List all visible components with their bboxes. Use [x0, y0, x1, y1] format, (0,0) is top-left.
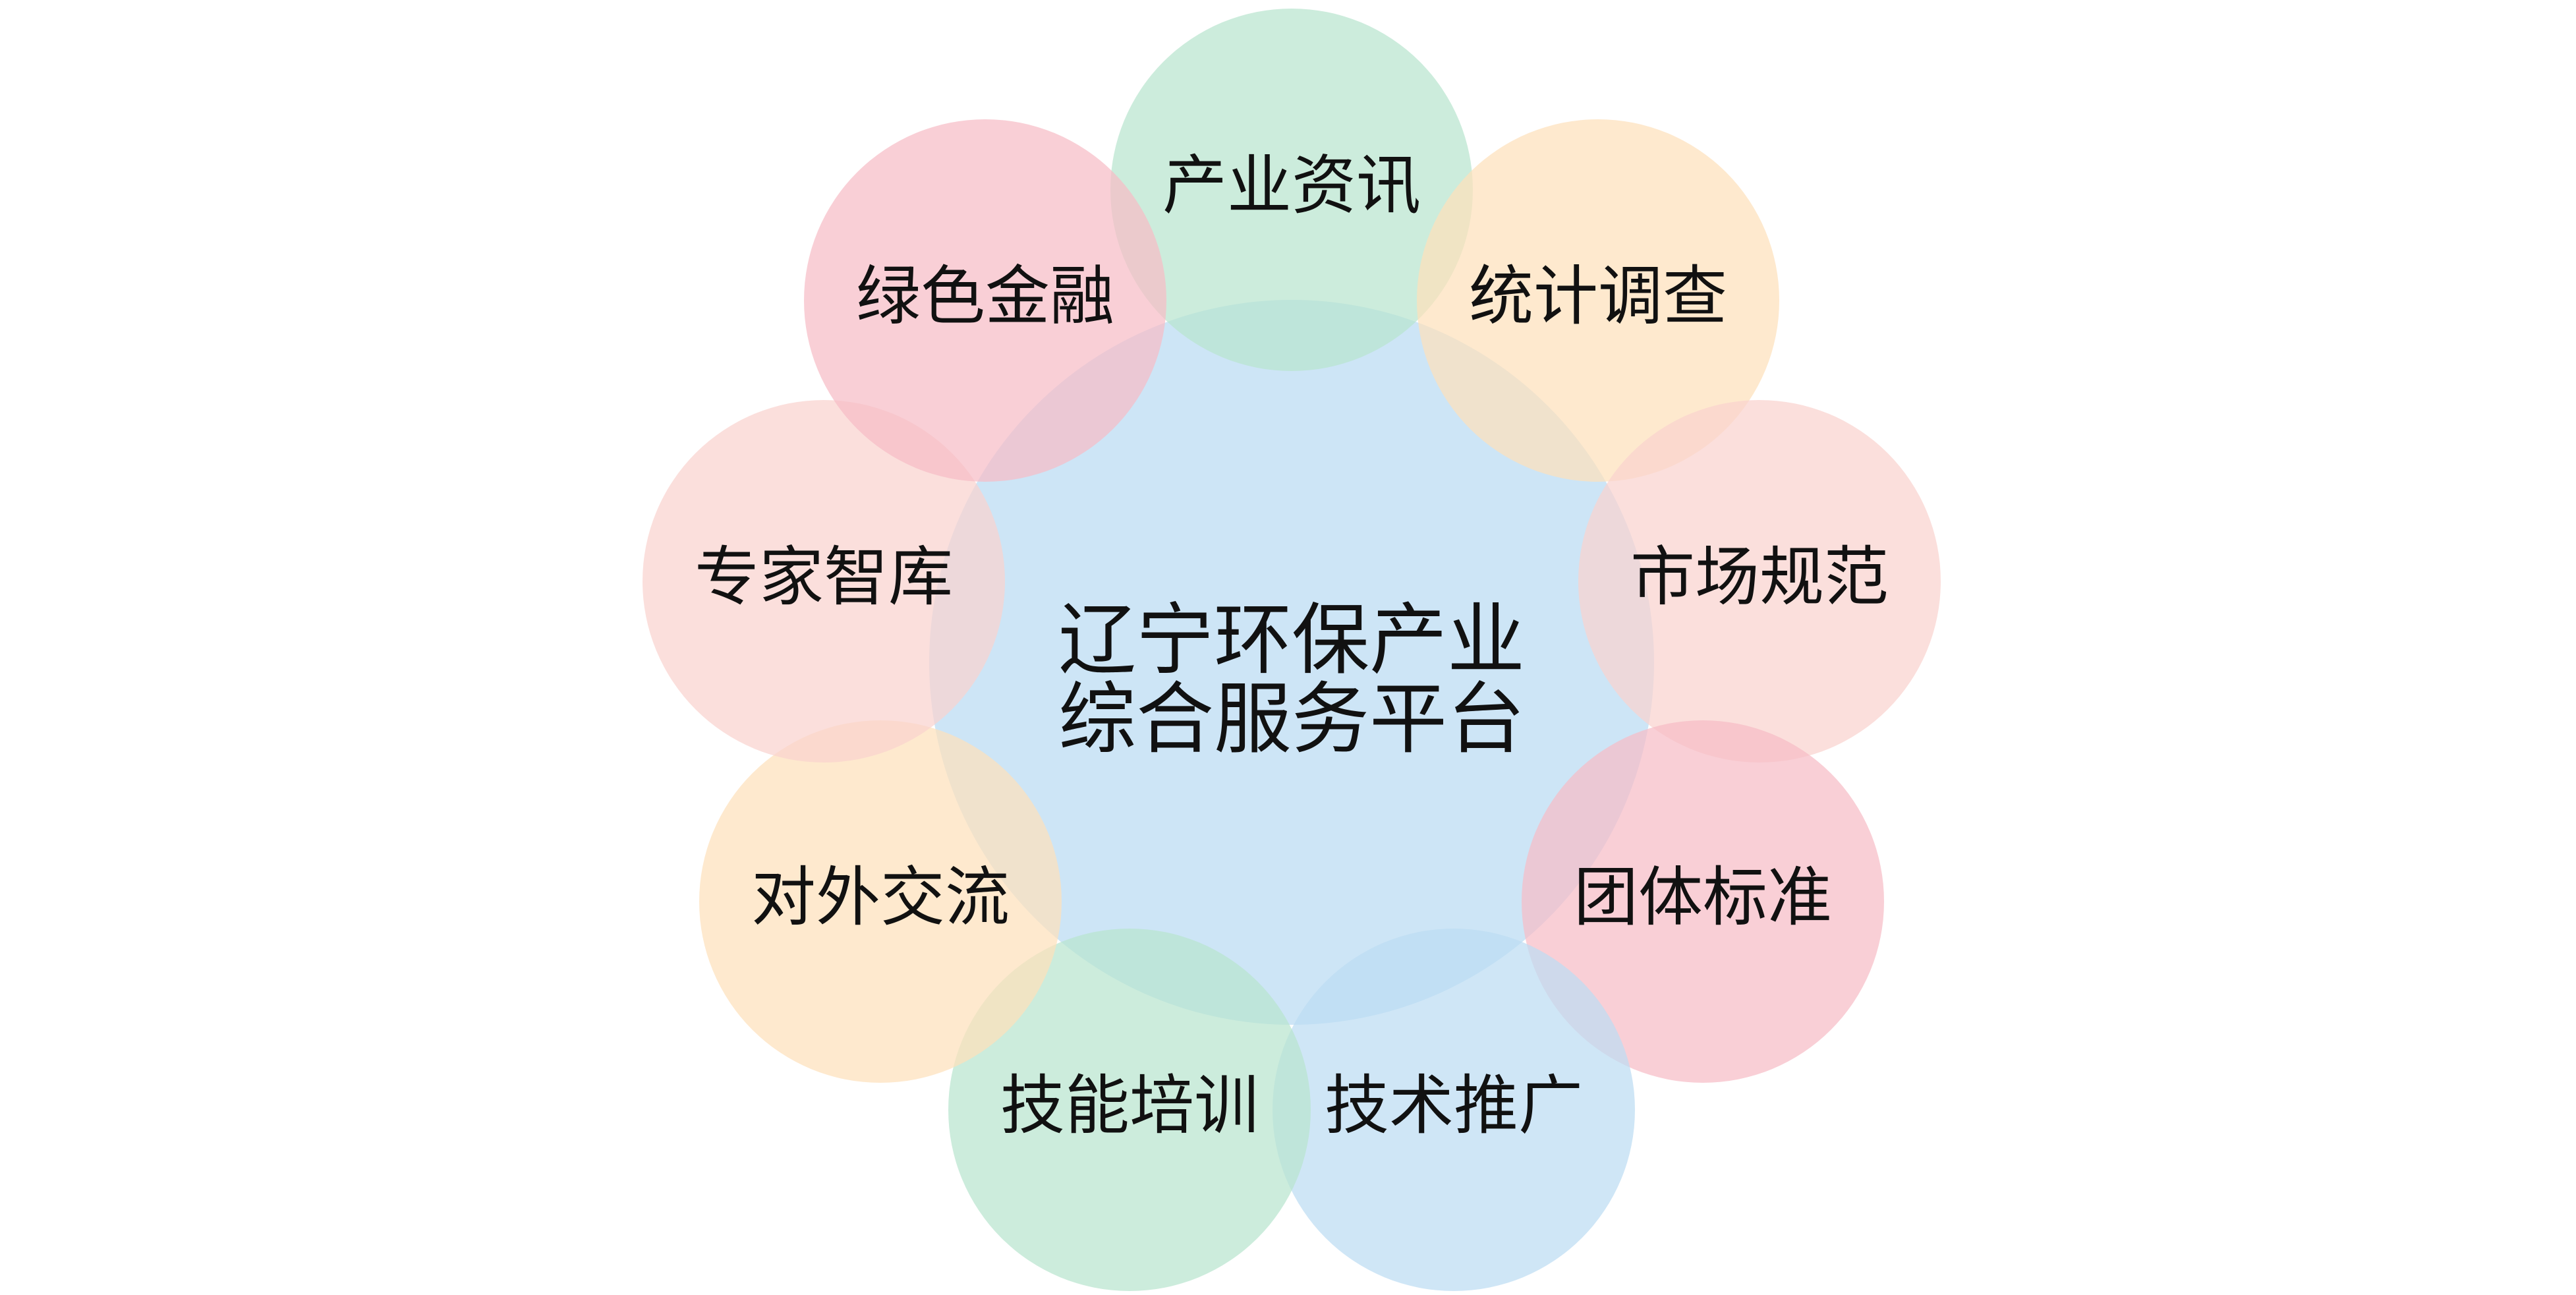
satellite-label: 市场规范 — [1630, 540, 1889, 615]
satellite-circle — [804, 119, 1166, 482]
satellite-label: 产业资讯 — [1162, 148, 1421, 223]
satellite-circle — [948, 929, 1311, 1291]
center-title-line1: 辽宁环保产业 — [1058, 594, 1525, 685]
satellite-label: 技能培训 — [1000, 1068, 1259, 1143]
satellite-circle — [699, 720, 1062, 1083]
satellite-label: 绿色金融 — [856, 259, 1114, 334]
satellite-expert-think-tank: 专家智库 — [643, 400, 1005, 763]
satellite-circle — [1273, 929, 1635, 1291]
satellite-circle — [1110, 9, 1473, 371]
satellite-green-finance: 绿色金融 — [804, 119, 1166, 482]
satellite-label: 对外交流 — [751, 860, 1010, 935]
satellite-label: 统计调查 — [1469, 259, 1727, 334]
satellite-label: 技术推广 — [1325, 1068, 1583, 1143]
service-circles: 产业资讯 统计调查 市场规范 团体标准 技术推广 技能培训 对外交流 专家智库 — [643, 9, 1941, 1291]
satellite-technology-promotion: 技术推广 — [1273, 929, 1635, 1291]
satellite-statistics-survey: 统计调查 — [1417, 119, 1779, 482]
center-title-line2: 综合服务平台 — [1058, 674, 1525, 764]
satellite-circle — [1578, 400, 1941, 763]
satellite-market-regulation: 市场规范 — [1578, 400, 1941, 763]
center-circle — [929, 300, 1654, 1025]
center-node: 辽宁环保产业 综合服务平台 — [929, 300, 1654, 1025]
satellite-label: 专家智库 — [695, 540, 953, 615]
satellite-skills-training: 技能培训 — [948, 929, 1311, 1291]
satellite-circle — [1522, 720, 1884, 1083]
satellite-external-exchange: 对外交流 — [699, 720, 1062, 1083]
satellite-label: 团体标准 — [1574, 860, 1832, 935]
satellite-circle — [643, 400, 1005, 763]
satellite-circle — [1417, 119, 1779, 482]
satellite-industry-news: 产业资讯 — [1110, 9, 1473, 371]
satellite-group-standards: 团体标准 — [1522, 720, 1884, 1083]
